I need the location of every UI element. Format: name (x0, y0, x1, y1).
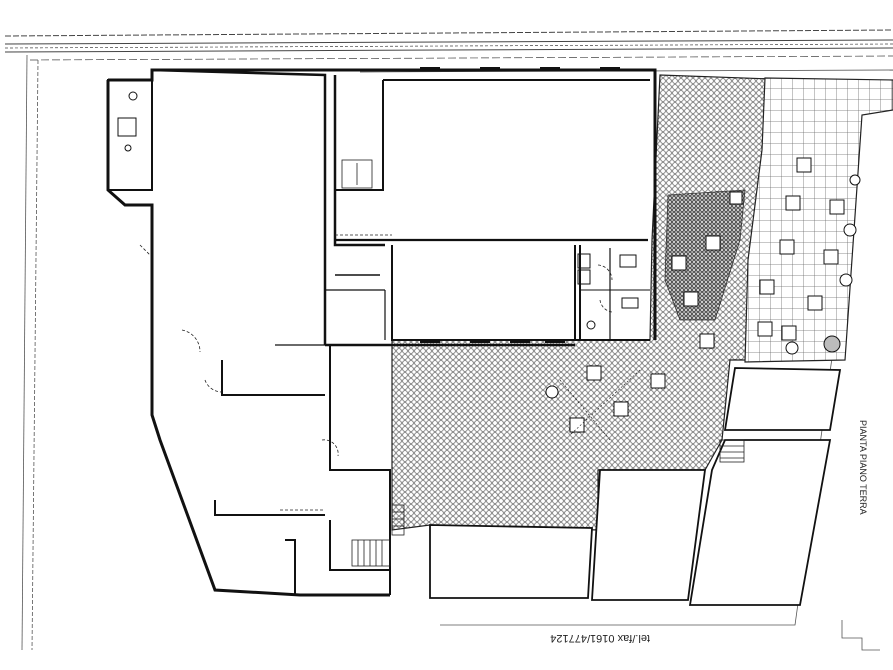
contact-text: tel./fax 0161/477124 (550, 632, 650, 644)
street-edge (4, 29, 893, 73)
staircase (341, 159, 745, 567)
restroom-block (577, 253, 639, 330)
courtyard-tables (545, 191, 743, 441)
plan-title: PIANTA PIANO TERRA (858, 420, 868, 515)
building-walls (106, 68, 657, 597)
paving-feature (664, 189, 746, 321)
door-swings (139, 234, 613, 511)
service-block (107, 79, 153, 191)
terrace-tables (757, 157, 861, 355)
grid-terrace (744, 77, 893, 363)
lower-enclosures (429, 367, 842, 606)
window-marks (420, 67, 620, 343)
